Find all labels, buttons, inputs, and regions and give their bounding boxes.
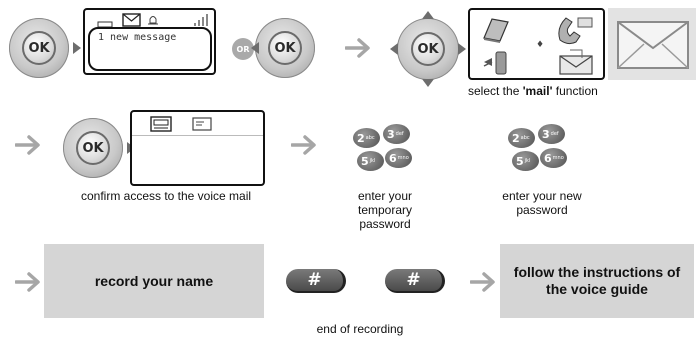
signal-icon bbox=[194, 14, 208, 26]
left-nav-triangle-icon bbox=[251, 42, 259, 54]
caption-suffix: function bbox=[552, 84, 598, 98]
mail-envelope-icon bbox=[559, 49, 593, 75]
call-phone-icon bbox=[558, 17, 593, 45]
phone-handset-icon bbox=[483, 51, 507, 75]
ok-key-2[interactable]: OK bbox=[251, 18, 315, 78]
directory-book-icon bbox=[483, 18, 509, 43]
new-message-text: 1 new message bbox=[98, 32, 177, 43]
new-message-box: 1 new message bbox=[88, 27, 212, 71]
record-name-label: record your name bbox=[94, 273, 214, 289]
record-name-panel: record your name bbox=[44, 244, 264, 318]
caption-prefix: select the bbox=[468, 84, 523, 98]
phone-screen-functions: ♦ bbox=[468, 8, 605, 80]
diamond-separator-icon: ♦ bbox=[536, 40, 545, 50]
caption-bold: 'mail' bbox=[522, 84, 553, 98]
envelope-icon bbox=[192, 117, 212, 131]
arrow-right-icon bbox=[291, 135, 316, 155]
enter-temporary-caption: enter your temporary password bbox=[357, 189, 413, 231]
right-nav-triangle-icon bbox=[458, 43, 466, 55]
navigator-key[interactable]: OK bbox=[390, 11, 466, 87]
envelope-large-icon bbox=[608, 8, 696, 80]
up-nav-triangle-icon bbox=[422, 11, 434, 19]
select-mail-caption: select the 'mail' function bbox=[468, 84, 658, 98]
or-badge: OR bbox=[232, 38, 254, 60]
enter-new-caption: enter your new password bbox=[502, 189, 582, 217]
envelope-icon bbox=[122, 13, 141, 27]
confirm-voicemail-caption: confirm access to the voice mail bbox=[80, 189, 252, 203]
ok-label: OK bbox=[268, 31, 302, 65]
arrow-right-icon bbox=[15, 272, 40, 292]
hash-key-1[interactable]: # bbox=[286, 269, 346, 293]
arrow-right-icon bbox=[470, 272, 495, 292]
ok-key-3[interactable]: OK bbox=[63, 118, 135, 178]
arrow-right-icon bbox=[345, 38, 370, 58]
down-nav-triangle-icon bbox=[422, 79, 434, 87]
phone-screen-idle: 1 new message bbox=[83, 8, 216, 75]
ok-label: OK bbox=[411, 32, 445, 66]
ok-label: OK bbox=[76, 131, 110, 165]
ok-label: OK bbox=[22, 31, 56, 65]
screen-divider bbox=[132, 135, 263, 136]
bell-icon bbox=[148, 16, 158, 25]
left-nav-triangle-icon bbox=[390, 43, 398, 55]
follow-instructions-label: follow the instructions of the voice gui… bbox=[513, 264, 681, 297]
follow-instructions-panel: follow the instructions of the voice gui… bbox=[500, 244, 694, 318]
ok-key-1[interactable]: OK bbox=[9, 18, 81, 78]
end-of-recording-caption: end of recording bbox=[316, 322, 404, 336]
phone-screen-voicemail bbox=[130, 110, 265, 186]
voicemail-tape-icon bbox=[150, 116, 172, 132]
arrow-right-icon bbox=[15, 135, 40, 155]
right-nav-triangle-icon bbox=[73, 42, 81, 54]
hash-key-2[interactable]: # bbox=[385, 269, 445, 293]
